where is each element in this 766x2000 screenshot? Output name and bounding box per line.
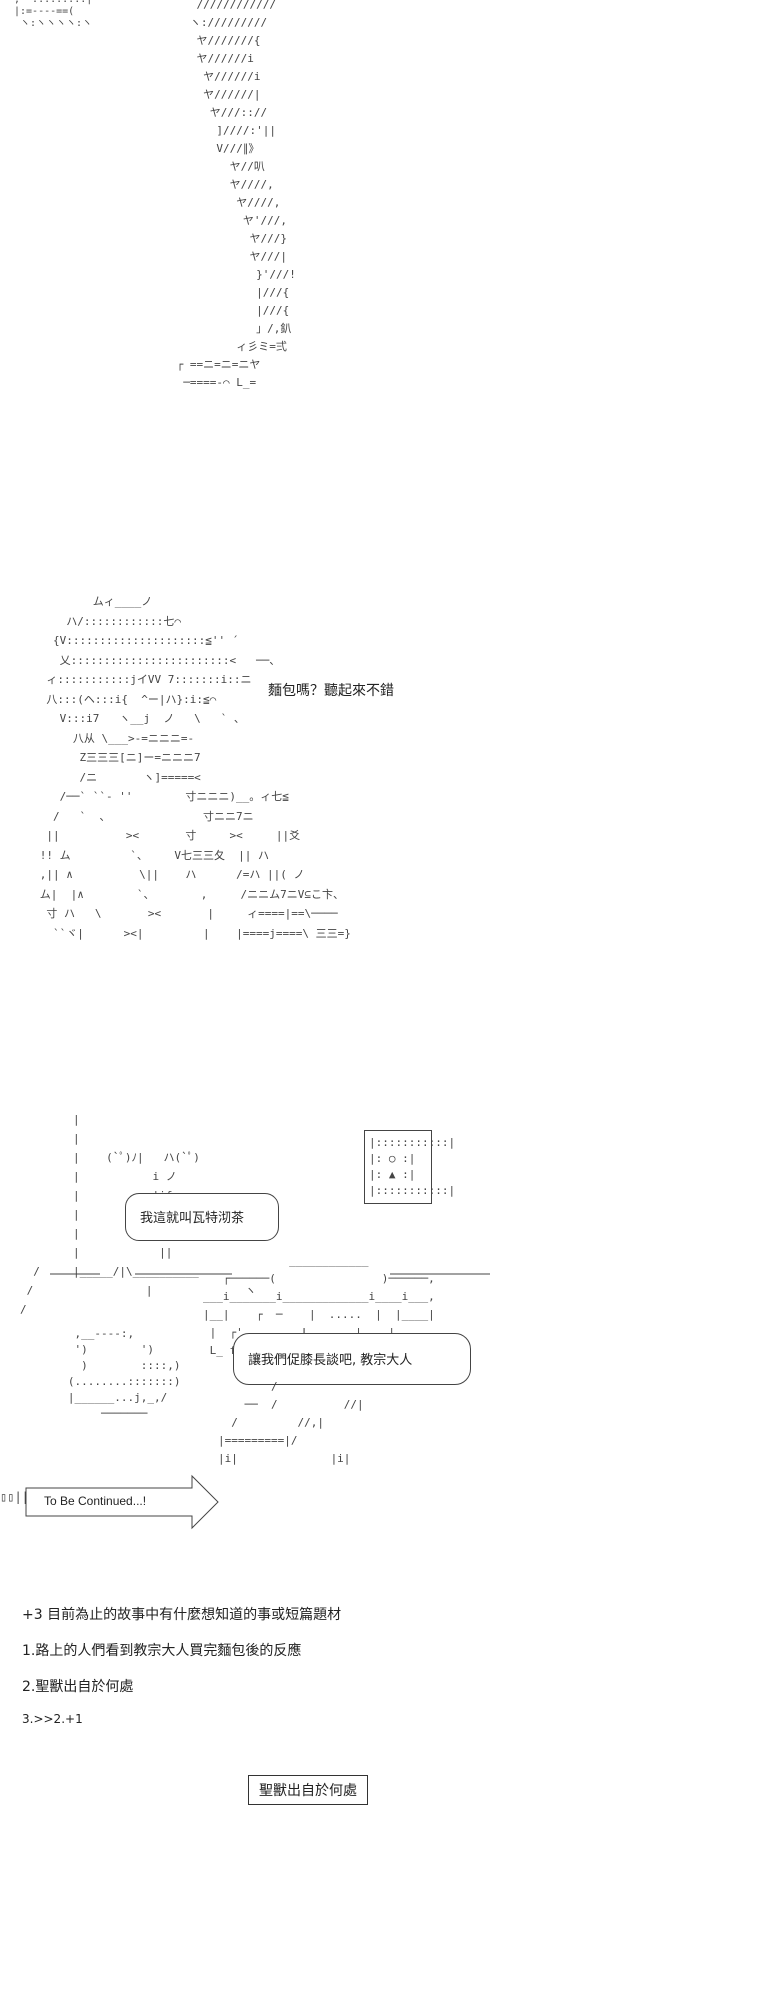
wall-picture-art: |:::::::::::| |: ○ :| |: ▲ :| |:::::::::… [369,1136,456,1197]
speech-bubble-tea-text: 我這就叫瓦特沏茶 [136,1207,249,1226]
to-be-continued-text: To Be Continued...! [44,1494,147,1508]
arrow-shape [25,1474,219,1530]
wall-picture-frame: |:::::::::::| |: ○ :| |: ▲ :| |:::::::::… [364,1130,455,1204]
to-be-continued-prefix: ▯▯|| [0,1490,29,1504]
table-ascii-art: / ── / //| / //,| |=========|/ |i| |i| [217,1380,364,1465]
question-line: +3 目前為止的故事中有什麼想知道的事或短篇題材 [22,1607,342,1623]
speech-bubble-chat-text: 讓我們促膝長談吧, 教宗大人 [244,1349,417,1368]
option-3: 3.>>2.+1 [22,1712,83,1726]
option-1: 1.路上的人們看到教宗大人買完麵包後的反應 [22,1643,302,1659]
legs-ascii-art: //////////// ヽ:///////// ヤ///////{ ヤ////… [176,0,296,389]
speech-bubble-chat: 讓我們促膝長談吧, 教宗大人 [233,1333,471,1385]
sofa-ascii-art: ____________ ┌──────( )──────, ___i_____… [202,1254,435,1357]
corner-fragment-art: , :.....:.:| |:=----==( ヽ:ヽヽヽヽ:ヽ [14,0,93,29]
speech-bubble-tea: 我這就叫瓦特沏茶 [125,1193,279,1241]
room-wall-line [50,1273,490,1275]
character-ascii-art: ムィ____ノ ハ/::::::::::::七⌒ {V:::::::::::::… [39,595,351,940]
result-box: 聖獸出自於何處 [248,1775,368,1805]
character-speech: 麵包嗎？聽起來不錯 [268,683,394,699]
option-2: 2.聖獸出自於何處 [22,1679,134,1695]
armchair-ascii-art: ,__----:, ') ') ) ::::,) (........::::::… [67,1327,181,1420]
to-be-continued-arrow: ▯▯|| To Be Continued...! [0,1474,220,1530]
